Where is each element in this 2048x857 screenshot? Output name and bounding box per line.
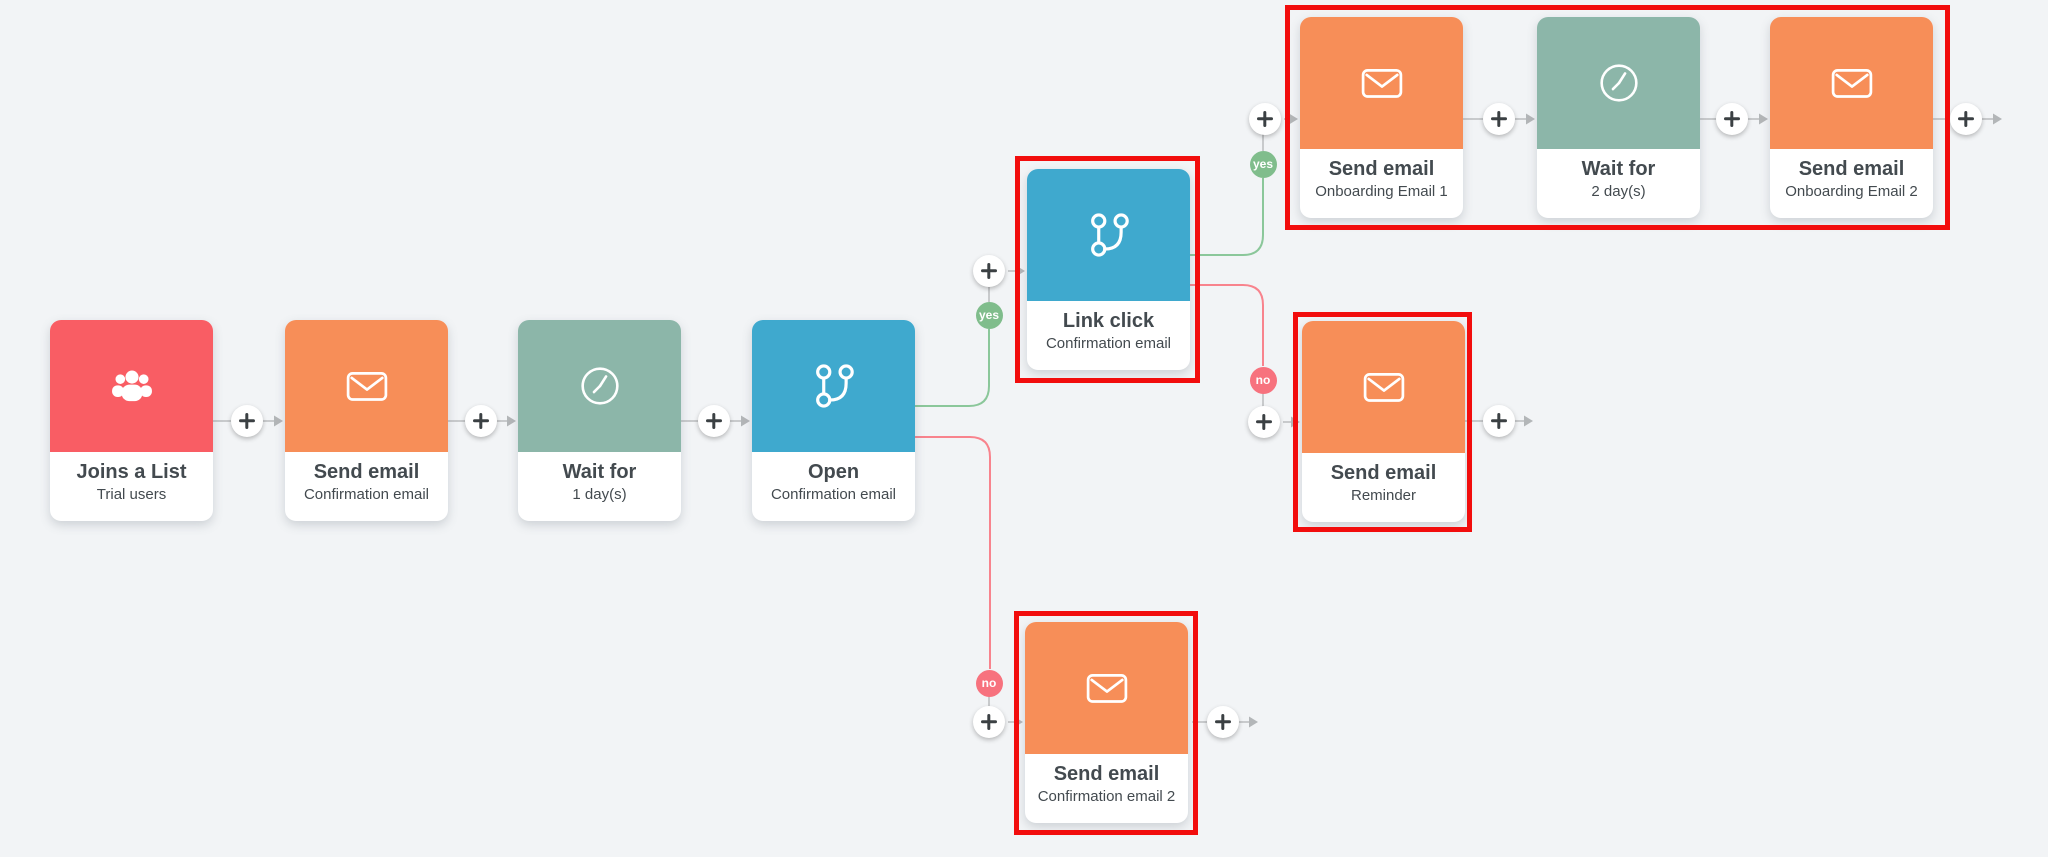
- node-title: Link click: [1062, 310, 1155, 332]
- yes-badge: yes: [1249, 150, 1277, 178]
- arrowhead-icon: [1524, 415, 1533, 427]
- connector-no: [1190, 284, 1264, 366]
- add-step-button[interactable]: [698, 405, 730, 437]
- node-title: Send email: [1330, 462, 1437, 484]
- node-subtitle: 2 day(s): [1591, 183, 1646, 200]
- node-send-onboarding-1[interactable]: Send email Onboarding Email 1: [1300, 17, 1463, 218]
- node-header: [1027, 169, 1190, 301]
- add-step-button[interactable]: [1950, 103, 1982, 135]
- node-label: Send email Onboarding Email 2: [1770, 149, 1933, 218]
- node-label: Send email Confirmation email: [285, 452, 448, 521]
- node-subtitle: Confirmation email: [770, 486, 897, 503]
- arrowhead-icon: [1759, 113, 1768, 125]
- arrowhead-icon: [1526, 113, 1535, 125]
- arrowhead-icon: [1993, 113, 2002, 125]
- arrowhead-icon: [741, 415, 750, 427]
- node-label: Send email Reminder: [1302, 453, 1465, 522]
- arrowhead-icon: [274, 415, 283, 427]
- node-header: [518, 320, 681, 452]
- node-header: [1770, 17, 1933, 149]
- arrowhead-icon: [1249, 716, 1258, 728]
- node-open-confirmation[interactable]: Open Confirmation email: [752, 320, 915, 521]
- mail-icon: [1825, 56, 1879, 110]
- mail-icon: [1357, 360, 1411, 414]
- node-link-click[interactable]: Link click Confirmation email: [1027, 169, 1190, 370]
- add-step-button[interactable]: [465, 405, 497, 437]
- add-step-button[interactable]: [1483, 103, 1515, 135]
- connector-yes: [915, 329, 990, 407]
- node-title: Open: [807, 461, 860, 483]
- yes-badge: yes: [975, 301, 1003, 329]
- node-header: [752, 320, 915, 452]
- arrowhead-icon: [1291, 416, 1300, 428]
- node-send-confirmation-2[interactable]: Send email Confirmation email 2: [1025, 622, 1188, 823]
- mail-icon: [340, 359, 394, 413]
- node-subtitle: Onboarding Email 2: [1785, 183, 1918, 200]
- add-step-button[interactable]: [1248, 406, 1280, 438]
- node-label: Wait for 2 day(s): [1537, 149, 1700, 218]
- clock-icon: [1593, 57, 1645, 109]
- node-label: Send email Onboarding Email 1: [1300, 149, 1463, 218]
- node-wait-1-day[interactable]: Wait for 1 day(s): [518, 320, 681, 521]
- add-step-button[interactable]: [1207, 706, 1239, 738]
- node-subtitle: Onboarding Email 1: [1315, 183, 1448, 200]
- node-joins-a-list[interactable]: Joins a List Trial users: [50, 320, 213, 521]
- node-subtitle: Confirmation email 2: [1037, 788, 1176, 805]
- clock-icon: [574, 360, 626, 412]
- node-label: Open Confirmation email: [752, 452, 915, 521]
- node-title: Send email: [1053, 763, 1160, 785]
- node-title: Wait for: [562, 461, 637, 483]
- arrowhead-icon: [1289, 113, 1298, 125]
- node-header: [1300, 17, 1463, 149]
- node-label: Wait for 1 day(s): [518, 452, 681, 521]
- branch-icon: [806, 358, 862, 414]
- no-badge: no: [975, 669, 1003, 697]
- node-header: [285, 320, 448, 452]
- connector-yes: [1190, 178, 1264, 256]
- node-title: Send email: [313, 461, 420, 483]
- node-title: Wait for: [1581, 158, 1656, 180]
- add-step-button[interactable]: [973, 255, 1005, 287]
- node-header: [1537, 17, 1700, 149]
- node-label: Joins a List Trial users: [50, 452, 213, 521]
- node-label: Send email Confirmation email 2: [1025, 754, 1188, 823]
- node-send-reminder[interactable]: Send email Reminder: [1302, 321, 1465, 522]
- node-subtitle: Confirmation email: [1045, 335, 1172, 352]
- node-title: Send email: [1798, 158, 1905, 180]
- node-send-email-confirmation[interactable]: Send email Confirmation email: [285, 320, 448, 521]
- node-header: [50, 320, 213, 452]
- node-title: Send email: [1328, 158, 1435, 180]
- arrowhead-icon: [1014, 716, 1023, 728]
- node-send-onboarding-2[interactable]: Send email Onboarding Email 2: [1770, 17, 1933, 218]
- arrowhead-icon: [1016, 265, 1025, 277]
- node-subtitle: Trial users: [96, 486, 167, 503]
- node-header: [1025, 622, 1188, 754]
- node-title: Joins a List: [76, 461, 187, 483]
- branch-icon: [1081, 207, 1137, 263]
- node-wait-2-days[interactable]: Wait for 2 day(s): [1537, 17, 1700, 218]
- add-step-button[interactable]: [231, 405, 263, 437]
- arrowhead-icon: [507, 415, 516, 427]
- node-label: Link click Confirmation email: [1027, 301, 1190, 370]
- node-subtitle: 1 day(s): [572, 486, 627, 503]
- node-subtitle: Reminder: [1350, 487, 1417, 504]
- node-header: [1302, 321, 1465, 453]
- users-icon: [110, 366, 154, 406]
- add-step-button[interactable]: [1716, 103, 1748, 135]
- no-badge: no: [1249, 366, 1277, 394]
- connector-no: [915, 436, 991, 669]
- add-step-button[interactable]: [973, 706, 1005, 738]
- mail-icon: [1080, 661, 1134, 715]
- add-step-button[interactable]: [1249, 103, 1281, 135]
- add-step-button[interactable]: [1483, 405, 1515, 437]
- mail-icon: [1355, 56, 1409, 110]
- node-subtitle: Confirmation email: [303, 486, 430, 503]
